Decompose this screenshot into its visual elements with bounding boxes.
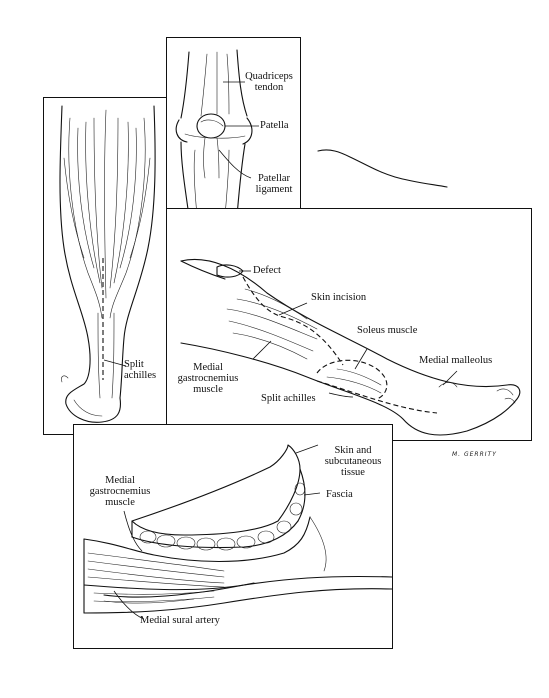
label-quadriceps-tendon: Quadriceps tendon: [245, 71, 293, 93]
leg-illustration: [180, 258, 521, 436]
label-medial-gastrocnemius-muscle-leg: Medial gastrocnemius muscle: [177, 362, 239, 395]
leg-panel: Defect Skin incision Soleus muscle Media…: [166, 208, 532, 441]
label-defect: Defect: [253, 265, 281, 276]
label-split-achilles-calf: Split achilles: [124, 359, 157, 381]
label-skin-and-subcutaneous-tissue: Skin and subcutaneous tissue: [324, 445, 382, 478]
flap-illustration: [83, 444, 393, 620]
calf-panel: Split achilles: [43, 97, 174, 435]
label-fascia: Fascia: [326, 489, 353, 500]
calf-illustration: [59, 105, 156, 423]
artist-signature: M. GERRITY: [452, 451, 497, 458]
label-soleus-muscle: Soleus muscle: [357, 325, 418, 336]
label-medial-malleolus: Medial malleolus: [419, 355, 493, 366]
label-skin-incision: Skin incision: [311, 292, 367, 303]
label-patella: Patella: [260, 120, 289, 131]
knee-illustration: [175, 49, 259, 217]
label-medial-sural-artery: Medial sural artery: [140, 615, 220, 626]
label-medial-gastrocnemius-muscle-flap: Medial gastrocnemius muscle: [89, 475, 151, 508]
label-patellar-ligament: Patellar ligament: [255, 173, 293, 195]
label-split-achilles-leg: Split achilles: [261, 393, 316, 404]
flap-panel: Skin and subcutaneous tissue Fascia Medi…: [73, 424, 393, 649]
knee-panel: Quadriceps tendon Patella Patellar ligam…: [166, 37, 301, 227]
